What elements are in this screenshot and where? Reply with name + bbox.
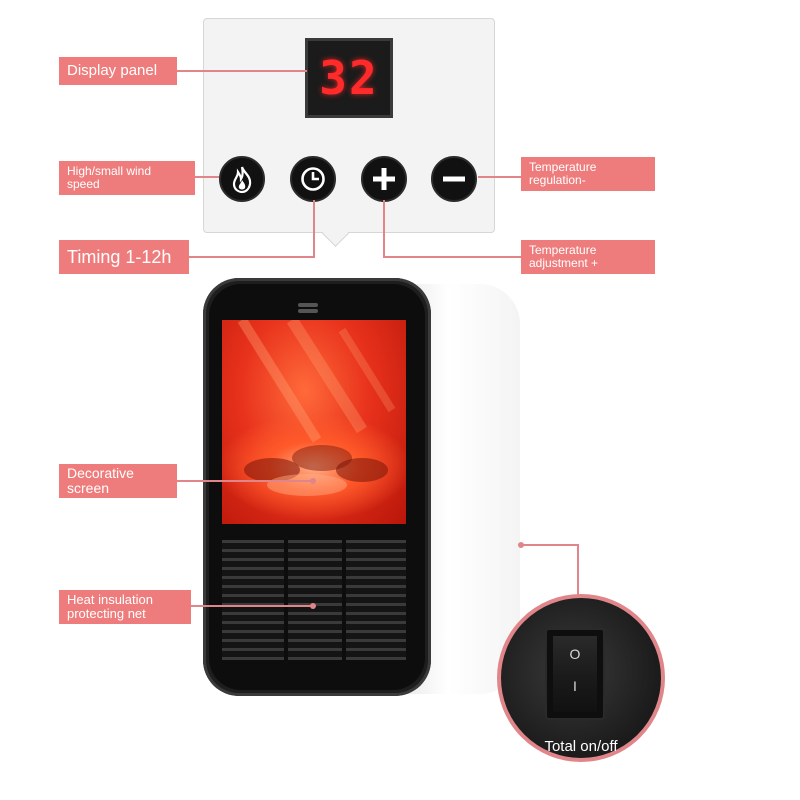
decorative-flame-screen [222,316,406,524]
leader-timing-h [189,256,315,258]
grille-divider [342,540,346,660]
leader-power-switch-h [521,544,579,546]
label-heat-insulation-net: Heat insulation protecting net [59,590,191,624]
leader-display-panel [177,70,307,72]
wind-speed-button[interactable] [219,156,265,202]
label-temperature-adjustment: Temperature adjustment + [521,240,655,274]
plus-icon [373,168,395,190]
leader-decorative-screen [177,480,312,482]
switch-on-mark: O [569,646,581,662]
leader-power-switch-v [577,544,579,596]
temperature-up-button[interactable] [361,156,407,202]
minus-icon [443,176,465,182]
leader-timing-v [313,200,315,258]
leader-heat-insulation-net [191,605,312,607]
leader-temperature-adjustment-v [383,200,385,258]
leader-temperature-regulation [478,176,521,178]
power-rocker-switch[interactable]: O I [553,636,597,712]
label-display-panel-text: Display panel [67,62,158,80]
flame-icon [232,166,252,193]
leader-dot [310,478,316,484]
switch-off-mark: I [573,678,577,694]
label-wind-speed-text: High/small wind speed [67,164,152,191]
label-heat-insulation-net-text: Heat insulation protecting net [67,592,153,621]
display-panel: 32 [305,38,393,118]
grille-divider [284,540,288,660]
clock-icon [301,167,325,191]
label-decorative-screen: Decorative screen [59,464,177,498]
label-temperature-regulation-text: Temperature regulation- [529,160,597,187]
leader-dot [310,603,316,609]
label-temperature-regulation: Temperature regulation- [521,157,655,191]
display-digits: 32 [319,51,379,105]
top-vent-slot [298,309,318,313]
leader-wind-speed [195,176,219,178]
heat-insulation-grille [222,540,406,660]
flame-effect-illustration [237,316,396,496]
temperature-down-button[interactable] [431,156,477,202]
label-total-on-off: Total on/off [544,738,618,755]
leader-temperature-adjustment-h [383,256,521,258]
label-display-panel: Display panel [59,57,177,85]
timer-button[interactable] [290,156,336,202]
label-timing-text: Timing 1-12h [67,246,172,267]
top-vent-slot [298,303,318,307]
label-wind-speed: High/small wind speed [59,161,195,195]
label-timing: Timing 1-12h [59,240,189,274]
label-temperature-adjustment-text: Temperature adjustment + [529,243,599,270]
label-decorative-screen-text: Decorative screen [67,465,134,496]
